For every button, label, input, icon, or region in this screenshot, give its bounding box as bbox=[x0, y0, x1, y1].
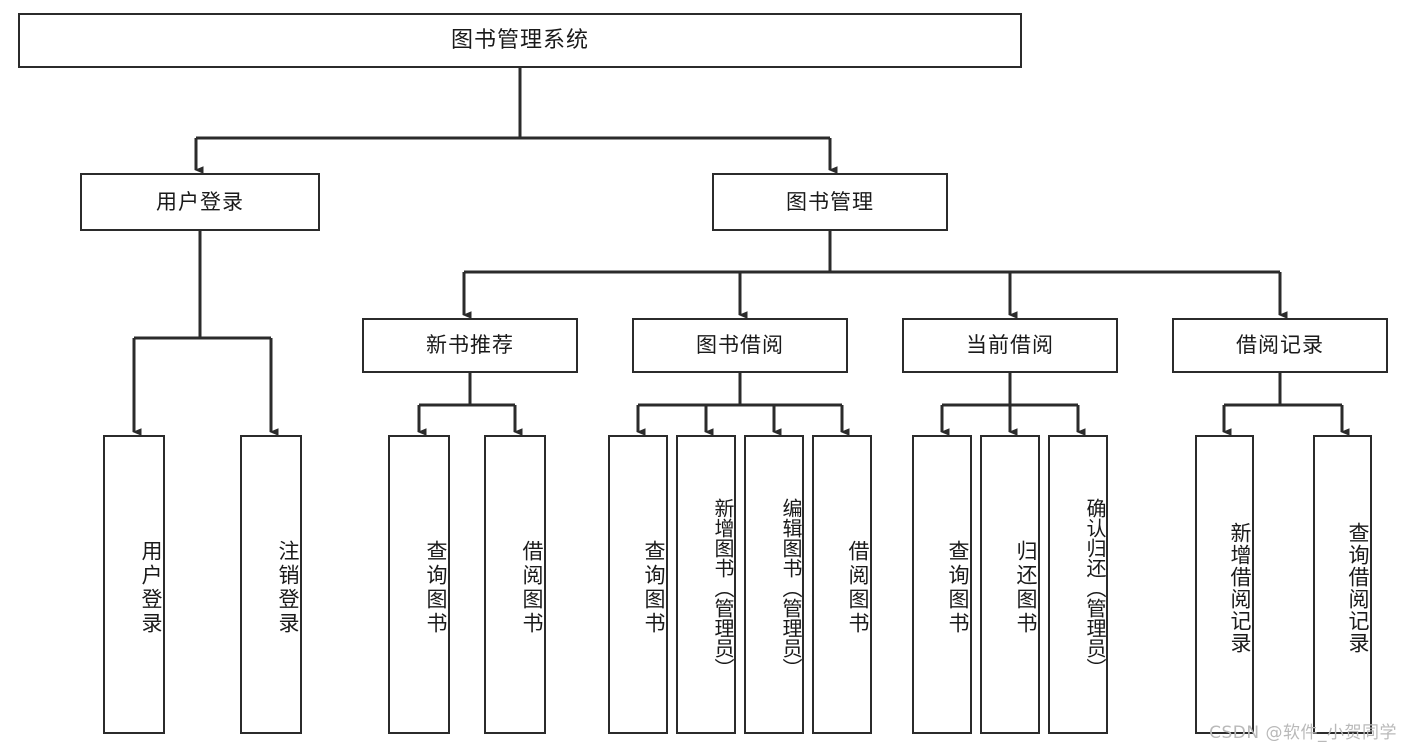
node-new-book-recommend[interactable]: 新书推荐 bbox=[362, 318, 578, 373]
node-book-borrow[interactable]: 图书借阅 bbox=[632, 318, 848, 373]
edge-group-current-borrow bbox=[940, 373, 1086, 436]
edge-group-user-login bbox=[132, 231, 279, 436]
node-leaf-edit-book[interactable]: 编辑图书（管理员） bbox=[744, 435, 804, 734]
node-book-manage[interactable]: 图书管理 bbox=[712, 173, 948, 231]
node-leaf-borrow-book-2[interactable]: 借阅图书 bbox=[812, 435, 872, 734]
node-leaf-query-book-3[interactable]: 查询图书 bbox=[912, 435, 972, 734]
node-leaf-add-book[interactable]: 新增图书（管理员） bbox=[676, 435, 736, 734]
edge-group-book-manage bbox=[462, 231, 1288, 319]
node-user-login[interactable]: 用户登录 bbox=[80, 173, 320, 231]
node-borrow-record[interactable]: 借阅记录 bbox=[1172, 318, 1388, 373]
node-current-borrow[interactable]: 当前借阅 bbox=[902, 318, 1118, 373]
node-root[interactable]: 图书管理系统 bbox=[18, 13, 1022, 68]
node-leaf-query-book-2[interactable]: 查询图书 bbox=[608, 435, 668, 734]
node-leaf-query-record[interactable]: 查询借阅记录 bbox=[1313, 435, 1372, 734]
node-leaf-confirm-return[interactable]: 确认归还（管理员） bbox=[1048, 435, 1108, 734]
edge-group-borrow-record bbox=[1222, 373, 1350, 436]
node-leaf-add-record[interactable]: 新增借阅记录 bbox=[1195, 435, 1254, 734]
edge-group-root bbox=[194, 68, 838, 174]
node-leaf-borrow-book-1[interactable]: 借阅图书 bbox=[484, 435, 546, 734]
node-leaf-return-book[interactable]: 归还图书 bbox=[980, 435, 1040, 734]
node-leaf-user-login[interactable]: 用户登录 bbox=[103, 435, 165, 734]
node-leaf-query-book-1[interactable]: 查询图书 bbox=[388, 435, 450, 734]
csdn-watermark: CSDN @软件_小贺同学 bbox=[1209, 723, 1397, 743]
node-leaf-logout[interactable]: 注销登录 bbox=[240, 435, 302, 734]
edge-group-book-borrow bbox=[636, 373, 850, 436]
edge-group-new-book-recommend bbox=[417, 373, 523, 436]
